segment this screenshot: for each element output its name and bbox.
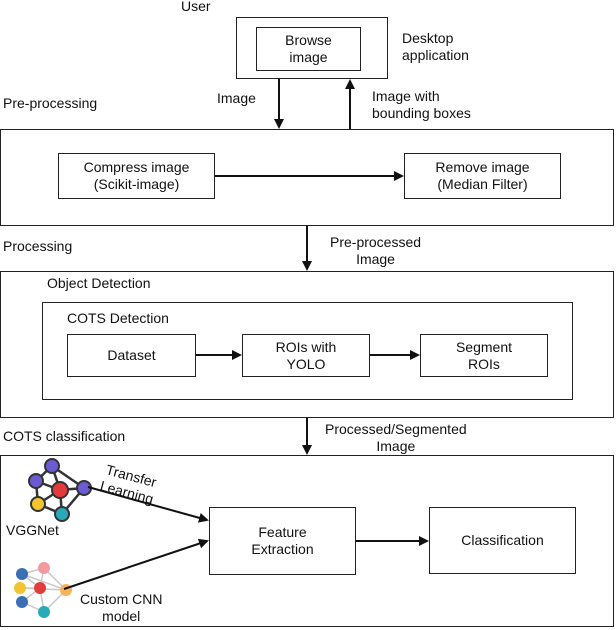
dataset-label: Dataset [107, 347, 156, 363]
compress-image-line1: Compress image [83, 159, 190, 175]
object-detection-title: Object Detection [47, 275, 151, 291]
cots-classification-title: COTS classification [3, 428, 126, 444]
vggnet-node-purple-2 [28, 473, 44, 489]
cnn-node-blue [16, 568, 28, 580]
compress-image-node: Compress image (Scikit-image) [58, 153, 215, 199]
preprocessed-image-label: Pre-processed Image [330, 234, 422, 267]
classification-node: Classification [429, 507, 576, 574]
cnn-node-teal [38, 606, 50, 618]
remove-image-line2: (Median Filter) [437, 176, 528, 192]
vggnet-node-yellow [30, 496, 46, 512]
custom-cnn-label: Custom CNN model [80, 591, 163, 624]
dataset-node: Dataset [67, 334, 196, 377]
cots-detection-title: COTS Detection [67, 310, 169, 326]
feature-extraction-line1: Feature [258, 524, 307, 540]
vggnet-network-icon [28, 458, 92, 522]
browse-image-line2: image [289, 49, 328, 65]
remove-image-line1: Remove image [435, 159, 530, 175]
browse-image-line1: Browse [285, 32, 332, 48]
image-with-bounding-boxes-label: Image with bounding boxes [372, 88, 471, 121]
user-label: User [181, 0, 211, 14]
preprocessing-section-title: Pre-processing [3, 95, 98, 111]
desktop-application-label: Desktop application [402, 30, 469, 63]
remove-image-node: Remove image (Median Filter) [404, 153, 561, 199]
cnn-node-orange [60, 584, 72, 596]
segment-rois-line2: ROIs [468, 355, 500, 372]
image-flow-label: Image [217, 90, 256, 106]
vggnet-node-purple [44, 458, 60, 474]
feature-extraction-node: Feature Extraction [209, 507, 356, 575]
cnn-node-red [34, 582, 46, 594]
cnn-node-yellow [14, 582, 26, 594]
rois-yolo-line1: ROIs with [275, 338, 337, 355]
rois-yolo-line2: YOLO [286, 355, 326, 372]
cnn-node-blue-2 [16, 596, 28, 608]
vggnet-node-teal [54, 506, 70, 522]
segment-rois-node: Segment ROIs [420, 334, 548, 377]
cnn-node-pink [38, 562, 50, 574]
rois-yolo-node: ROIs with YOLO [242, 334, 370, 377]
processing-section-title: Processing [3, 238, 73, 254]
vggnet-node-red [51, 481, 69, 499]
vggnet-label: VGGNet [6, 522, 59, 538]
custom-cnn-network-icon [14, 562, 72, 618]
classification-label: Classification [461, 532, 544, 548]
processed-segmented-image-label: Processed/Segmented Image [325, 421, 467, 454]
segment-rois-line1: Segment [455, 338, 513, 355]
feature-extraction-line2: Extraction [251, 541, 314, 557]
browse-image-button[interactable]: Browse image [256, 27, 361, 71]
vggnet-node-purple-3 [76, 480, 92, 496]
compress-image-line2: (Scikit-image) [93, 176, 180, 192]
